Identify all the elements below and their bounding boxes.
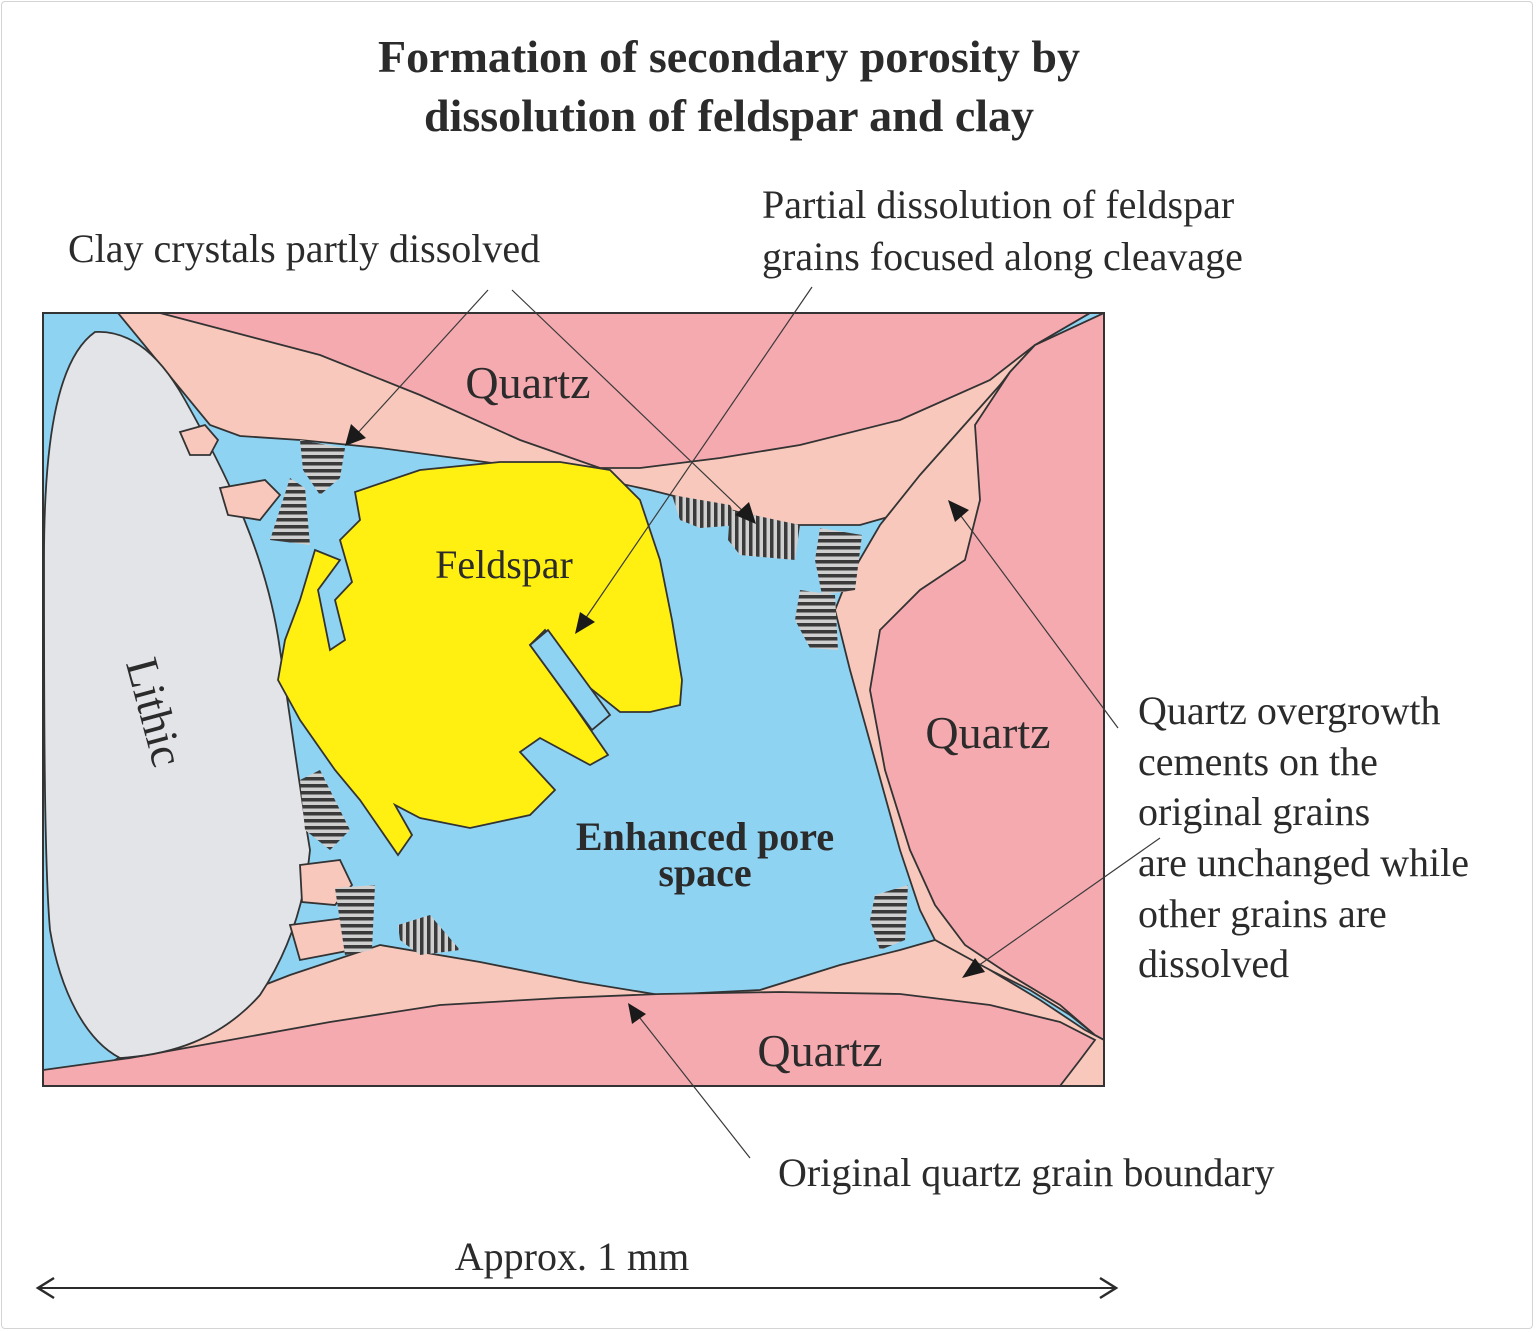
arrowhead-clay-right bbox=[735, 502, 756, 524]
clay-crystal-1 bbox=[300, 440, 345, 495]
quartz-right-grain bbox=[869, 313, 1104, 1042]
label-feldspar-line-1: Partial dissolution of feldspar bbox=[762, 182, 1234, 227]
overgrowth-line: other grains are bbox=[1138, 891, 1387, 936]
clay-crystal-2 bbox=[270, 478, 310, 545]
title-line-1: Formation of secondary porosity by bbox=[378, 31, 1080, 82]
clay-crystal-8 bbox=[335, 885, 375, 955]
arrowheads bbox=[345, 424, 985, 1024]
overgrowth-line: are unchanged while bbox=[1138, 840, 1469, 885]
quartz-bottom-grain bbox=[43, 991, 1097, 1086]
pore-label-line-1: Enhanced pore bbox=[576, 814, 834, 859]
leader-overgrowth-lower bbox=[974, 837, 1161, 969]
quartz-top-label: Quartz bbox=[465, 357, 590, 408]
feldspar-label: Feldspar bbox=[435, 542, 573, 587]
arrowhead-feldspar bbox=[575, 612, 595, 634]
clay-crystal-9 bbox=[398, 915, 460, 955]
label-overgrowth: Quartz overgrowth cements on the origina… bbox=[1138, 688, 1469, 986]
clay-crystal-5 bbox=[815, 528, 862, 595]
leader-boundary bbox=[635, 1012, 751, 1159]
clay-crystal-7 bbox=[300, 770, 350, 850]
leader-clay-right bbox=[511, 289, 749, 517]
feldspar-cleavage bbox=[528, 628, 612, 732]
scale-label: Approx. 1 mm bbox=[455, 1234, 689, 1279]
scale-arrow-right-icon bbox=[1099, 1276, 1119, 1300]
clay-crystal-10 bbox=[870, 885, 908, 950]
arrowhead-boundary bbox=[628, 1003, 646, 1024]
arrowhead-clay-left bbox=[345, 424, 366, 446]
leader-feldspar bbox=[582, 286, 813, 623]
label-clay-dissolved: Clay crystals partly dissolved bbox=[68, 226, 540, 271]
thin-section-border bbox=[42, 312, 1105, 1087]
leader-overgrowth-upper bbox=[957, 511, 1119, 729]
pore-label-line-2: space bbox=[658, 850, 751, 895]
overgrowth-line: cements on the bbox=[1138, 739, 1378, 784]
leader-lines bbox=[354, 286, 1161, 1159]
overgrowth-line: dissolved bbox=[1138, 941, 1289, 986]
overgrowth-line: Quartz overgrowth bbox=[1138, 688, 1441, 733]
title-line-2: dissolution of feldspar and clay bbox=[424, 90, 1034, 141]
fragment-b bbox=[218, 479, 282, 521]
clay-crystal-6 bbox=[795, 590, 838, 650]
arrowhead-overgrowth-lower bbox=[962, 958, 985, 978]
quartz-bottom-label: Quartz bbox=[757, 1025, 882, 1076]
label-original-boundary: Original quartz grain boundary bbox=[778, 1150, 1275, 1195]
scale-bar: Approx. 1 mm bbox=[35, 1234, 1119, 1300]
clay-crystal-4 bbox=[728, 510, 800, 560]
label-feldspar-line-2: grains focused along cleavage bbox=[762, 234, 1243, 279]
scale-arrow-left-icon bbox=[35, 1276, 55, 1300]
quartz-right-label: Quartz bbox=[925, 707, 1050, 758]
fragment-a bbox=[178, 423, 220, 456]
leader-clay-left bbox=[354, 289, 489, 437]
overgrowth-line: original grains bbox=[1138, 789, 1370, 834]
arrowhead-overgrowth-upper bbox=[948, 500, 969, 522]
thin-section: Quartz Quartz Quartz Feldspar Lithic Enh… bbox=[43, 313, 1104, 1086]
clay-crystal-3 bbox=[672, 495, 740, 528]
feldspar-grain bbox=[277, 461, 683, 857]
